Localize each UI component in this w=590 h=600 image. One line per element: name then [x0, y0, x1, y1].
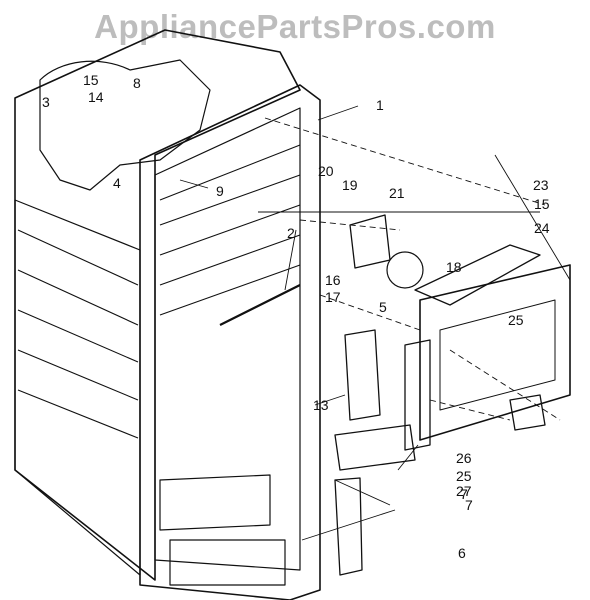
part-16-fan-motor	[349, 214, 391, 269]
part-2-rod	[219, 284, 301, 326]
label-part-15a: 15	[83, 72, 99, 88]
part-13-panel	[344, 329, 381, 421]
label-part-23: 23	[533, 177, 549, 193]
label-part-19: 19	[342, 177, 358, 193]
label-part-20: 20	[318, 163, 334, 179]
label-part-6: 6	[458, 545, 466, 561]
label-part-25a: 25	[508, 312, 524, 328]
part-6-panel	[334, 477, 363, 576]
label-part-5: 5	[379, 299, 387, 315]
part-18-fan-blade	[386, 251, 424, 289]
label-part-3: 3	[42, 94, 50, 110]
label-part-7b: 7	[465, 497, 473, 513]
part-23-bracket	[414, 244, 541, 306]
rear-component-area	[39, 59, 211, 191]
label-part-18: 18	[446, 259, 462, 275]
label-part-7a: 7	[460, 486, 468, 502]
label-part-17: 17	[325, 289, 341, 305]
label-part-25b: 25	[456, 468, 472, 484]
dashed-guides	[264, 117, 561, 421]
part-24-evaporator-cover	[419, 264, 571, 441]
label-part-4: 4	[113, 175, 121, 191]
shelf-rails	[159, 144, 301, 316]
label-part-21: 21	[389, 185, 405, 201]
cabinet-door-frame	[139, 84, 321, 600]
label-part-15b: 15	[534, 196, 550, 212]
label-part-24: 24	[534, 220, 550, 236]
cabinet-liner	[14, 29, 301, 581]
label-part-2: 2	[287, 225, 295, 241]
part-26-plate	[509, 394, 546, 431]
label-part-13: 13	[313, 397, 329, 413]
label-part-1: 1	[376, 97, 384, 113]
label-part-27: 27	[456, 483, 472, 499]
crisper-pans	[159, 474, 286, 586]
label-part-14: 14	[88, 89, 104, 105]
label-part-9: 9	[216, 183, 224, 199]
part-7-panel	[334, 424, 416, 471]
part-5-housing	[404, 339, 431, 451]
leader-lines	[179, 105, 571, 541]
label-part-8: 8	[133, 75, 141, 91]
label-part-16: 16	[325, 272, 341, 288]
label-part-26: 26	[456, 450, 472, 466]
